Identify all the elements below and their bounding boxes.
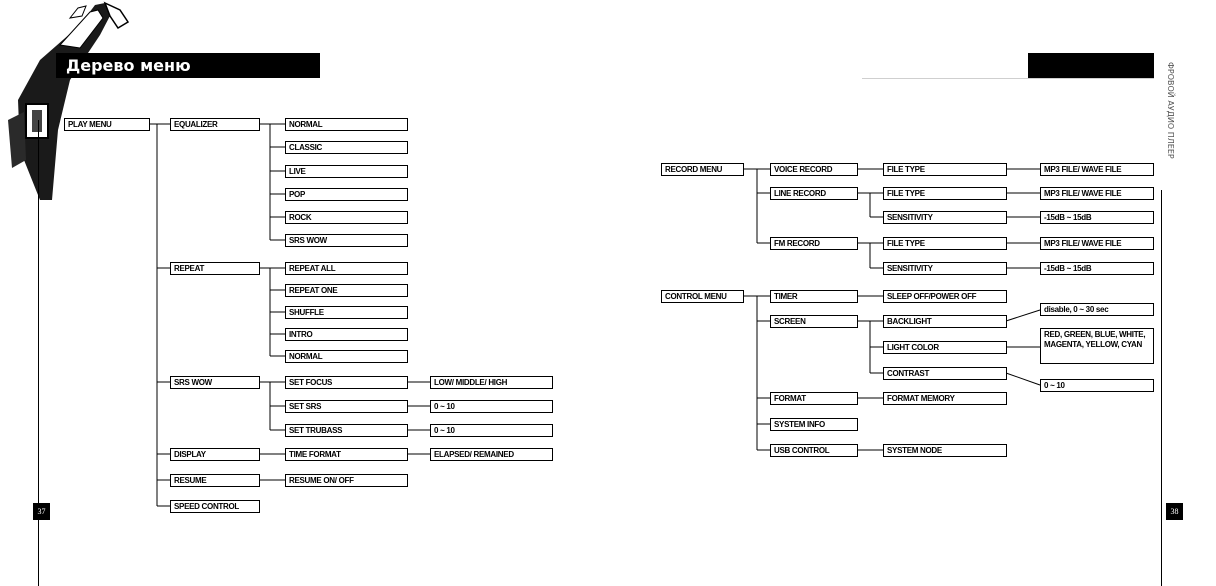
repeat-option: REPEAT ALL	[285, 262, 408, 275]
fm-file-type-value: MP3 FILE/ WAVE FILE	[1040, 237, 1154, 250]
fm-file-type: FILE TYPE	[883, 237, 1007, 250]
eq-option: CLASSIC	[285, 141, 408, 154]
timer-option: SLEEP OFF/POWER OFF	[883, 290, 1007, 303]
light-color-value: RED, GREEN, BLUE, WHITE, MAGENTA, YELLOW…	[1040, 328, 1154, 364]
repeat-option: SHUFFLE	[285, 306, 408, 319]
set-focus-value: LOW/ MIDDLE/ HIGH	[430, 376, 553, 389]
voice-file-type: FILE TYPE	[883, 163, 1007, 176]
display-node: DISPLAY	[170, 448, 260, 461]
set-trubass-node: SET TRUBASS	[285, 424, 408, 437]
set-srs-node: SET SRS	[285, 400, 408, 413]
repeat-option: INTRO	[285, 328, 408, 341]
backlight-value: disable, 0 ~ 30 sec	[1040, 303, 1154, 316]
speed-control-node: SPEED CONTROL	[170, 500, 260, 513]
line-sensitivity: SENSITIVITY	[883, 211, 1007, 224]
eq-option: SRS WOW	[285, 234, 408, 247]
contrast-node: CONTRAST	[883, 367, 1007, 380]
equalizer-node: EQUALIZER	[170, 118, 260, 131]
repeat-option: NORMAL	[285, 350, 408, 363]
eq-option: NORMAL	[285, 118, 408, 131]
light-color-node: LIGHT COLOR	[883, 341, 1007, 354]
eq-option: ROCK	[285, 211, 408, 224]
eq-option: LIVE	[285, 165, 408, 178]
fm-record-node: FM RECORD	[770, 237, 858, 250]
resume-node: RESUME	[170, 474, 260, 487]
format-option: FORMAT MEMORY	[883, 392, 1007, 405]
record-menu-root: RECORD MENU	[661, 163, 744, 176]
set-srs-value: 0 ~ 10	[430, 400, 553, 413]
time-format-value: ELAPSED/ REMAINED	[430, 448, 553, 461]
eq-option: POP	[285, 188, 408, 201]
voice-record-node: VOICE RECORD	[770, 163, 858, 176]
line-sensitivity-value: -15dB ~ 15dB	[1040, 211, 1154, 224]
format-node: FORMAT	[770, 392, 858, 405]
backlight-node: BACKLIGHT	[883, 315, 1007, 328]
repeat-node: REPEAT	[170, 262, 260, 275]
line-file-type: FILE TYPE	[883, 187, 1007, 200]
screen-node: SCREEN	[770, 315, 858, 328]
repeat-option: REPEAT ONE	[285, 284, 408, 297]
set-focus-node: SET FOCUS	[285, 376, 408, 389]
timer-node: TIMER	[770, 290, 858, 303]
line-record-node: LINE RECORD	[770, 187, 858, 200]
system-info-node: SYSTEM INFO	[770, 418, 858, 431]
usb-control-node: USB CONTROL	[770, 444, 858, 457]
time-format-node: TIME FORMAT	[285, 448, 408, 461]
line-file-type-value: MP3 FILE/ WAVE FILE	[1040, 187, 1154, 200]
srs-wow-node: SRS WOW	[170, 376, 260, 389]
control-menu-root: CONTROL MENU	[661, 290, 744, 303]
resume-option: RESUME ON/ OFF	[285, 474, 408, 487]
fm-sensitivity: SENSITIVITY	[883, 262, 1007, 275]
play-menu-root: PLAY MENU	[64, 118, 150, 131]
voice-file-type-value: MP3 FILE/ WAVE FILE	[1040, 163, 1154, 176]
fm-sensitivity-value: -15dB ~ 15dB	[1040, 262, 1154, 275]
set-trubass-value: 0 ~ 10	[430, 424, 553, 437]
contrast-value: 0 ~ 10	[1040, 379, 1154, 392]
usb-control-option: SYSTEM NODE	[883, 444, 1007, 457]
